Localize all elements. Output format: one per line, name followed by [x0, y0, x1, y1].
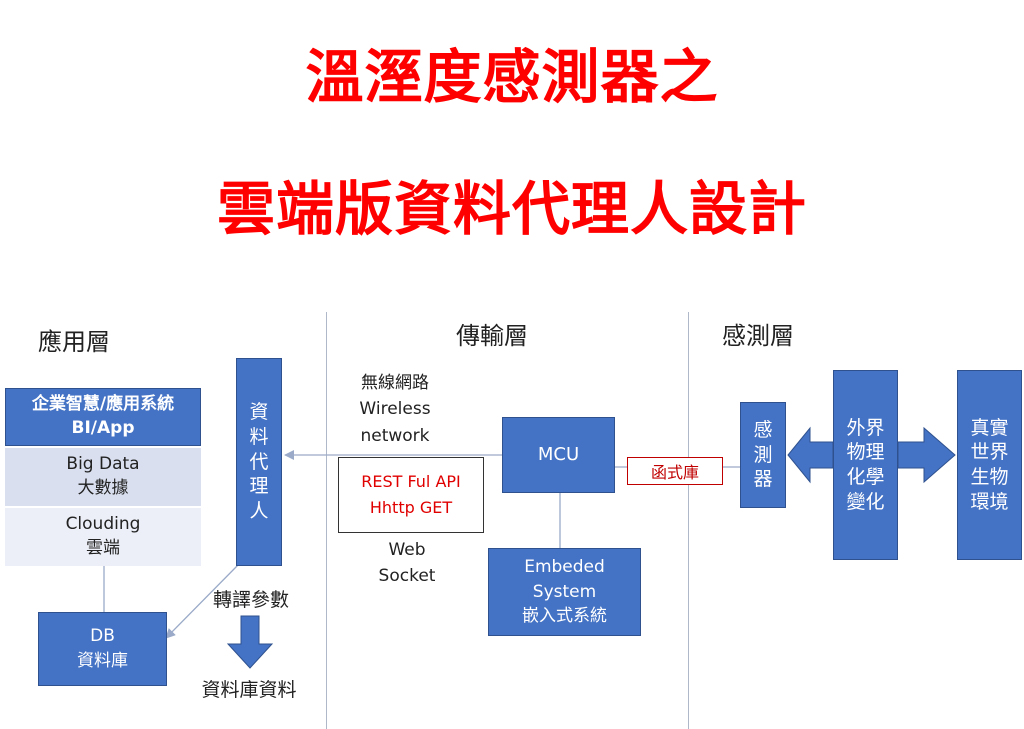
data-agent-char: 人	[249, 500, 269, 523]
mcu-box: MCU	[502, 417, 615, 493]
websocket-label: Web Socket	[356, 537, 458, 590]
data-agent-char: 料	[249, 425, 269, 448]
db-data-label: 資料庫資料	[201, 679, 297, 701]
external-line: 物理	[846, 441, 885, 464]
rest-api-line1: REST Ful API	[361, 472, 461, 492]
external-change-box: 外界 物理 化學 變化	[833, 370, 898, 560]
embedded-line3: 嵌入式系統	[522, 606, 607, 627]
sensor-char: 器	[753, 468, 773, 491]
title-line-1: 溫溼度感測器之	[305, 43, 719, 111]
db-box-line2: 資料庫	[77, 651, 128, 671]
data-agent-box: 資 料 代 理 人	[236, 358, 282, 566]
real-world-line: 真實	[970, 416, 1009, 439]
websocket-line1: Web	[388, 540, 426, 560]
real-world-line: 環境	[970, 490, 1009, 513]
app-stack-row-bigdata-line1: Big Data	[66, 454, 140, 475]
divider-transport-sensing	[688, 312, 689, 729]
app-stack-row-bi: 企業智慧/應用系統 BI/App	[5, 388, 201, 446]
app-stack-row-clouding: Clouding 雲端	[5, 508, 201, 566]
app-stack-row-clouding-line2: 雲端	[86, 538, 120, 558]
external-line: 外界	[846, 416, 885, 439]
embedded-line2: System	[532, 581, 597, 602]
db-box: DB 資料庫	[38, 612, 167, 686]
library-box: 函式庫	[627, 457, 723, 485]
embedded-system-box: Embeded System 嵌入式系統	[488, 548, 641, 636]
wireless-line3: network	[360, 425, 430, 446]
websocket-line2: Socket	[378, 566, 436, 587]
real-world-line: 世界	[970, 441, 1009, 464]
real-world-line: 生物	[970, 466, 1009, 488]
wireless-network-label: 無線網路 Wireless network	[344, 370, 446, 449]
wireless-line2: Wireless	[359, 399, 431, 420]
sensor-char: 測	[753, 443, 773, 466]
app-stack-row-bigdata: Big Data 大數據	[5, 448, 201, 506]
rest-api-box: REST Ful API Hhttp GET	[338, 457, 484, 533]
title-line-2: 雲端版資料代理人設計	[216, 175, 807, 243]
external-to-realworld-arrow	[897, 426, 956, 484]
layer-label-transport: 傳輸層	[456, 322, 528, 350]
real-world-box: 真實 世界 生物 環境	[957, 370, 1022, 560]
rest-api-line2: Hhttp GET	[369, 498, 453, 517]
app-stack-row-bi-line1: 企業智慧/應用系統	[31, 394, 175, 415]
layer-label-sensing: 感測層	[722, 322, 794, 350]
wireless-line1: 無線網路	[361, 373, 429, 393]
translate-down-arrow	[226, 615, 274, 669]
external-to-sensor-arrow	[787, 426, 834, 484]
app-stack: 企業智慧/應用系統 BI/App Big Data 大數據 Clouding 雲…	[5, 388, 201, 566]
app-stack-row-clouding-line1: Clouding	[65, 514, 141, 535]
app-stack-row-bigdata-line2: 大數據	[77, 478, 129, 498]
sensor-box: 感 測 器	[740, 402, 786, 508]
agent-to-db-arrow	[165, 564, 239, 639]
data-agent-char: 代	[249, 450, 269, 473]
data-agent-char: 理	[249, 475, 269, 498]
layer-label-app: 應用層	[38, 328, 110, 356]
sensor-char: 感	[753, 418, 773, 441]
data-agent-char: 資	[249, 401, 269, 424]
db-box-line1: DB	[90, 626, 115, 647]
external-line: 化學	[846, 466, 885, 488]
translate-params-label: 轉譯參數	[212, 589, 289, 611]
app-stack-row-bi-line2: BI/App	[71, 418, 135, 438]
embedded-line1: Embeded	[524, 557, 605, 578]
external-line: 變化	[846, 490, 885, 513]
divider-app-transport	[326, 312, 327, 729]
